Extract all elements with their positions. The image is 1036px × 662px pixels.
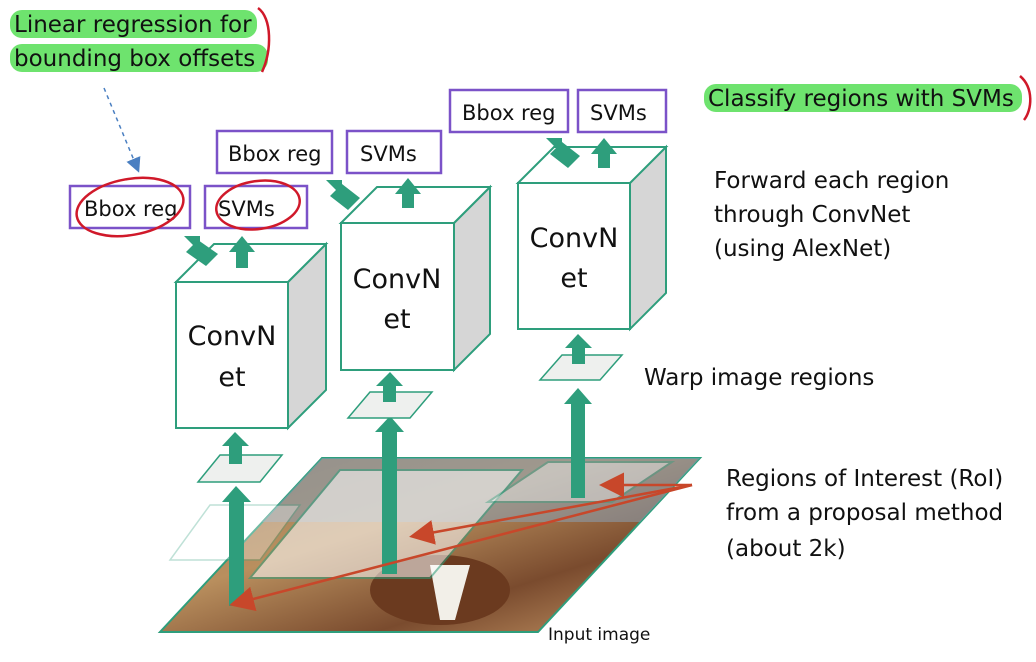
convnet-box-2	[340, 222, 455, 371]
input-image-label: Input image	[548, 625, 650, 645]
column-left: ConvN et Bbox reg SVMs	[68, 176, 329, 606]
convnet-label-2b: et	[383, 304, 410, 335]
forward-line1: Forward each region	[714, 168, 949, 194]
linear-regression-annotation: Linear regression for bounding box offse…	[10, 6, 271, 73]
roi-pointer-arrows	[229, 472, 693, 612]
bbox-reg-box-3	[448, 88, 570, 134]
svms-label-1: SVMs	[218, 197, 275, 221]
ink-bracket	[257, 6, 271, 73]
svms-label-3: SVMs	[590, 101, 647, 125]
bbox-reg-box-2	[215, 129, 334, 175]
convnet-label-1b: et	[218, 362, 245, 393]
warped-region-2	[346, 391, 434, 419]
column-middle: ConvN et Bbox reg SVMs	[215, 129, 493, 574]
warped-region-1	[196, 454, 284, 483]
roi-line3: (about 2k)	[726, 536, 846, 562]
convnet-label-1a: ConvN	[188, 321, 277, 352]
bbox-reg-label-1: Bbox reg	[84, 197, 177, 221]
warped-region-3	[538, 354, 624, 381]
roi-line2: from a proposal method	[726, 500, 1003, 526]
bbox-reg-label-2: Bbox reg	[228, 142, 321, 166]
convnet-label-3b: et	[560, 263, 587, 294]
ink-circle-2	[215, 179, 301, 231]
ink-bracket-2	[1019, 75, 1032, 121]
svms-label-2: SVMs	[360, 142, 417, 166]
dashed-pointer-arrow	[103, 87, 141, 173]
roi-line1: Regions of Interest (RoI)	[726, 466, 1003, 492]
side-labels: Forward each region through ConvNet (usi…	[644, 168, 1003, 562]
linear-regression-line2: bounding box offsets	[14, 46, 255, 72]
convnet-box-1	[175, 281, 289, 429]
forward-line2: through ConvNet	[714, 202, 910, 228]
svms-box-3	[576, 88, 668, 134]
forward-line3: (using AlexNet)	[714, 236, 891, 262]
ink-circle-1	[75, 176, 185, 238]
svms-box-2	[345, 129, 443, 175]
bbox-reg-label-3: Bbox reg	[462, 101, 555, 125]
classify-annotation: Classify regions with SVMs	[704, 75, 1032, 121]
classify-label: Classify regions with SVMs	[708, 86, 1014, 112]
convnet-box-3	[517, 182, 631, 330]
column-right: ConvN et Bbox reg SVMs	[448, 88, 669, 498]
input-image: Input image	[157, 457, 703, 645]
warp-label: Warp image regions	[644, 365, 874, 391]
linear-regression-line1: Linear regression for	[14, 12, 252, 38]
convnet-label-3a: ConvN	[530, 223, 619, 254]
convnet-label-2a: ConvN	[353, 264, 442, 295]
